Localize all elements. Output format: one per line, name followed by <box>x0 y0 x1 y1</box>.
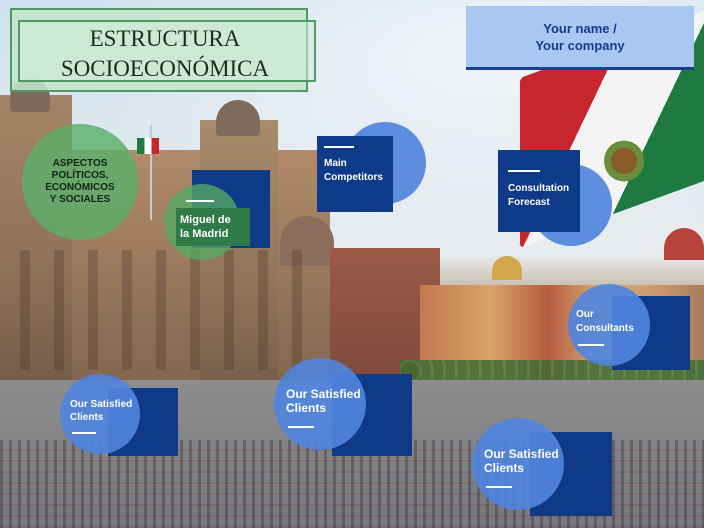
title-box-outline <box>18 20 316 82</box>
topic-label: Our Satisfied Clients <box>70 399 133 423</box>
author-text: Your name / Your company <box>535 21 625 53</box>
topic-label: Our Satisfied Clients <box>484 447 559 475</box>
topic-dash <box>72 432 96 434</box>
red-dome <box>664 228 704 260</box>
topic-label: Consultation Forecast <box>508 183 570 208</box>
topic-dash <box>508 170 540 172</box>
cathedral-tower-right-cap <box>216 100 260 136</box>
topic-dash <box>324 146 354 148</box>
flag-pole <box>150 125 152 220</box>
gold-dome <box>492 256 522 280</box>
topic-dash <box>288 426 314 428</box>
topic-label: ASPECTOS POLÍTICOS, ECONÓMICOS Y SOCIALE… <box>45 158 115 205</box>
slide-title: ESTRUCTURA SOCIOECONÓMICA <box>60 26 270 81</box>
topic-dash <box>486 486 512 488</box>
topic-label-bg <box>176 208 250 246</box>
topic-label: Our Consultants <box>576 309 634 334</box>
author-box[interactable]: Your name / Your company <box>466 6 694 70</box>
topic-label: Our Satisfied Clients <box>286 387 361 415</box>
topic-label: Miguel de la Madrid <box>180 214 231 240</box>
topic-dash <box>578 344 604 346</box>
topic-square <box>317 136 393 212</box>
cathedral-dome <box>280 216 334 266</box>
flag-emblem <box>604 140 644 182</box>
topic-circle <box>274 358 366 450</box>
topic-label: Main Competitors <box>324 158 383 183</box>
topic-square <box>498 150 580 232</box>
cathedral-windows <box>20 250 320 370</box>
topic-dash <box>186 200 214 202</box>
topic-circle <box>472 418 564 510</box>
topic-circle <box>22 124 138 240</box>
mexican-flag-small <box>137 138 159 154</box>
topic-circle <box>568 284 650 366</box>
topic-circle <box>60 374 140 454</box>
